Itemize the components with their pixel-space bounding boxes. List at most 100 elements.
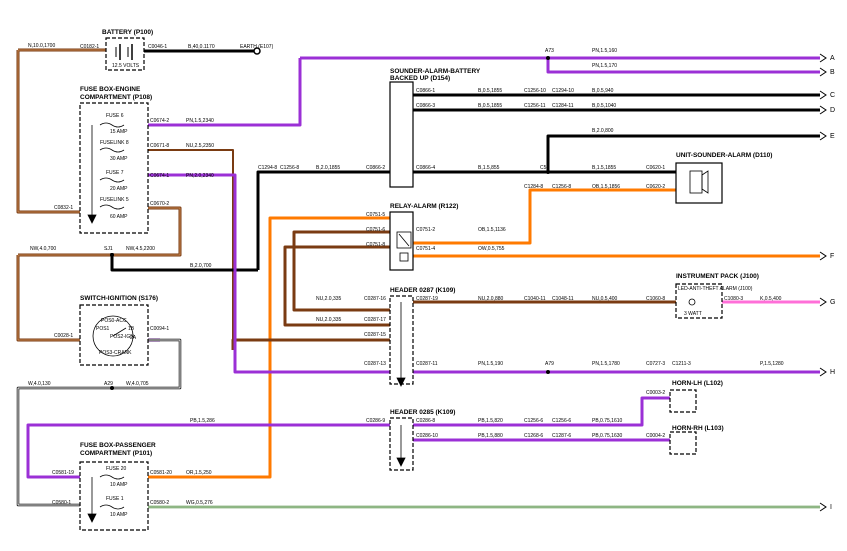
wire-label: C0751-2	[416, 227, 435, 233]
wire-label: C0286-8	[416, 418, 435, 424]
wire-label: NU,2.0,335	[316, 317, 342, 323]
wire-brown-fuse60-inner	[112, 207, 181, 256]
wire-label: B,1.5,1855	[592, 165, 616, 171]
wire-orange-fuse	[148, 216, 390, 479]
wire-label: FUSE 7	[106, 170, 124, 176]
diagram-path	[701, 170, 709, 194]
wire-label: PB,0.75,1630	[592, 433, 623, 439]
wire-purple-a2	[148, 58, 302, 127]
wire-label: PB,1.5,286	[190, 418, 215, 424]
wire-label: C0287-15	[364, 332, 386, 338]
wire-label: OB,1.5,1856	[592, 184, 620, 190]
horn-rh-box	[669, 431, 697, 455]
switch-ignition-icon	[92, 315, 134, 357]
wire-label: BACKED UP (D154)	[390, 75, 450, 82]
wire-label: C1287-6	[552, 433, 571, 439]
terminal-e: E	[830, 133, 835, 140]
wire-label: C0866-4	[416, 165, 435, 171]
wire-label: C1256-8	[280, 165, 299, 171]
terminal-b: B	[830, 69, 835, 76]
wire-label: C0620-2	[646, 184, 665, 190]
wires	[16, 48, 820, 509]
wire-label: 20 AMP	[110, 186, 128, 192]
wire-label: 15 AMP	[110, 129, 128, 135]
unit-sounder-title: UNIT-SOUNDER-ALARM (D110)	[676, 152, 772, 159]
wire-label: EARTH (E107)	[240, 44, 274, 50]
wire-label: PB,0.75,1610	[592, 418, 623, 424]
wire-label: FUSE 6	[106, 113, 124, 119]
diagram-path	[819, 251, 827, 261]
wire-label: PB,1.5,820	[478, 418, 503, 424]
wire-label: PN,2.0,2340	[186, 173, 214, 179]
diagram-path	[396, 457, 406, 467]
diagram-circle	[546, 170, 550, 174]
wire-label: NU,2.0,335	[316, 296, 342, 302]
wire-label: C0866-3	[416, 103, 435, 109]
sounder-battery-box	[389, 81, 414, 188]
wire-label: FUSELINK 8	[100, 140, 129, 146]
wire-label: C1040-11	[524, 296, 546, 302]
terminal-g: G	[830, 299, 835, 306]
wire-label: C1294-10	[552, 88, 574, 94]
horn-rh-title: HORN-RH (L103)	[672, 425, 724, 432]
relay-alarm-box	[389, 211, 414, 271]
wire-label: C0287-19	[416, 296, 438, 302]
wire-label: C0287-13	[364, 361, 386, 367]
unit-sounder-box	[675, 162, 723, 204]
instrument-pack-title: INSTRUMENT PACK (J100)	[676, 273, 759, 280]
wire-label: C0674-2	[150, 118, 169, 124]
fuse-passenger-box	[79, 461, 149, 531]
fuse-engine-fuses	[87, 122, 125, 224]
wire-label: B,0.5,1040	[592, 103, 616, 109]
earth-icon	[253, 47, 261, 55]
wire-label: C1256-6	[552, 418, 571, 424]
wire-label: 2A	[130, 335, 137, 341]
diagram-path	[819, 502, 827, 512]
wire-label: C1284-8	[524, 184, 543, 190]
wire-label: PN,1.5,160	[592, 48, 617, 54]
wire-label: PN,1.5,170	[592, 63, 617, 69]
instrument-pack-box	[675, 283, 723, 319]
diagram-line	[112, 327, 127, 337]
wire-label: SJ1	[104, 246, 113, 252]
wire-label: C1294-8	[258, 165, 277, 171]
wire-label: C0866-1	[416, 88, 435, 94]
wire-label: POS1	[96, 326, 110, 332]
wire-label: NU,0.5,400	[592, 296, 618, 302]
texts: BATTERY (P100) 12.5 VOLTS C0182-1 C0046-…	[28, 29, 835, 518]
wire-label: NU,2.0,880	[478, 296, 504, 302]
components	[79, 37, 827, 531]
wire-label: C0751-8	[366, 242, 385, 248]
wire-brown-nu1	[292, 230, 390, 312]
battery-box	[105, 37, 145, 71]
wire-label: COMPARTMENT (P101)	[80, 450, 152, 457]
wire-label: C1080-3	[724, 296, 743, 302]
fuse-engine-box	[79, 102, 149, 234]
wire-label: C1048-11	[552, 296, 574, 302]
wire-label: C0287-16	[364, 296, 386, 302]
wire-label: OB,1.5,1136	[478, 227, 506, 233]
terminal-d: D	[830, 107, 835, 114]
wire-label: 3 WATT	[684, 311, 702, 317]
wire-label: 30 AMP	[110, 156, 128, 162]
header-0285-box	[389, 417, 414, 471]
terminal-a: A	[830, 55, 835, 62]
wire-label: C0751-4	[416, 246, 435, 252]
wire-label: PN,1.5,190	[478, 361, 503, 367]
header-0285-title: HEADER 0285 (K109)	[390, 409, 455, 416]
terminal-c: C	[830, 92, 835, 99]
diagram-g	[396, 425, 406, 467]
wire-label: B,2.0,1855	[316, 165, 340, 171]
wire-label: B,2.0,800	[592, 128, 614, 134]
wire-brown-battery	[16, 48, 106, 214]
wire-brown-nu2	[283, 245, 390, 327]
wire-label: A73	[545, 48, 554, 54]
wire-label: C0832-1	[54, 205, 73, 211]
wire-label: C1256-6	[524, 418, 543, 424]
diagram-g	[396, 302, 406, 387]
wire-label: NW,4.0,700	[30, 246, 56, 252]
diagram-path	[99, 177, 125, 183]
wire-purple-h1	[148, 173, 390, 374]
diagram-path	[87, 513, 97, 523]
wire-label: C0286-10	[416, 433, 438, 439]
